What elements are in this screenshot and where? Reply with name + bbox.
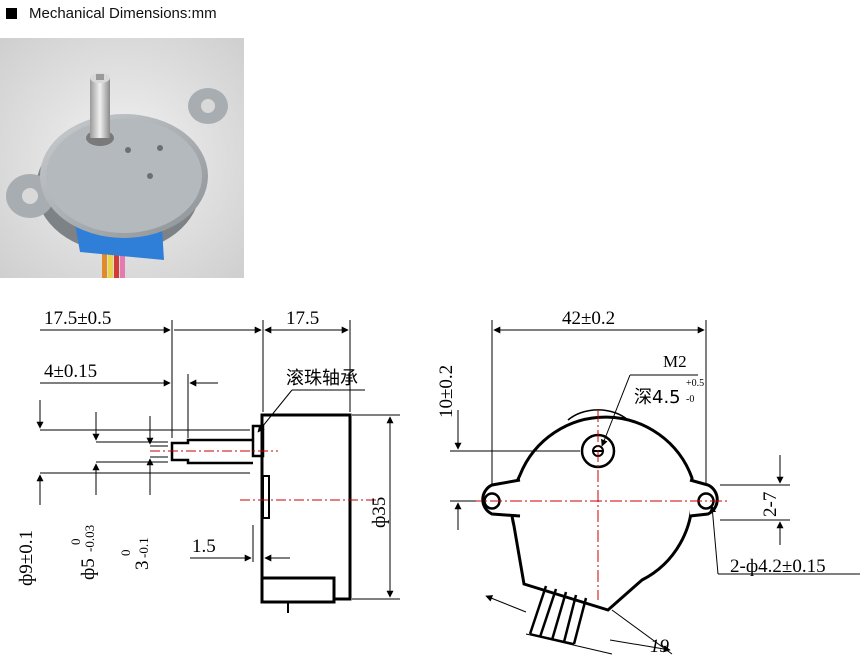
dim-3: 3 [132, 561, 153, 571]
dim-3-upper: 0 [118, 550, 133, 557]
side-body-outline [260, 413, 352, 601]
section-header: Mechanical Dimensions:mm [6, 2, 217, 24]
dim-phi9: ф9±0.1 [16, 530, 37, 586]
motor-photo [0, 38, 244, 278]
dim-1-5: 1.5 [192, 536, 216, 557]
dim-phi5-upper: 0 [68, 539, 83, 546]
dim-4-tolerance: 4±0.15 [44, 361, 97, 382]
dimension-drawing: 17.5±0.5 17.5 4±0.15 滚珠轴承 1.5 ф35 ф9±0.1… [16, 308, 860, 657]
section-title: Mechanical Dimensions:mm [29, 4, 217, 22]
bullet-square-icon [6, 7, 17, 19]
front-body-outline [509, 415, 694, 612]
dim-holes: 2-ф4.2±0.15 [730, 556, 826, 577]
side-view [36, 320, 400, 613]
dim-phi35: ф35 [369, 497, 390, 528]
dim-17-5: 17.5 [286, 308, 319, 329]
dim-phi5: ф5 [78, 558, 99, 580]
bearing-label: 滚珠轴承 [286, 368, 358, 389]
dim-2-7: 2-7 [760, 492, 781, 517]
depth-lower: -0 [686, 394, 694, 405]
depth-label: 深4.5 [634, 387, 681, 408]
dim-17-5-tolerance: 17.5±0.5 [44, 308, 111, 329]
front-view [450, 320, 860, 655]
thread-label: M2 [663, 352, 687, 371]
dim-phi5-lower: -0.03 [82, 525, 97, 552]
dim-19: 19 [650, 636, 670, 657]
dim-3-lower: -0.1 [136, 537, 151, 558]
depth-upper: +0.5 [686, 378, 704, 389]
dim-42-tolerance: 42±0.2 [562, 308, 615, 329]
dim-10-tolerance: 10±0.2 [436, 365, 457, 418]
